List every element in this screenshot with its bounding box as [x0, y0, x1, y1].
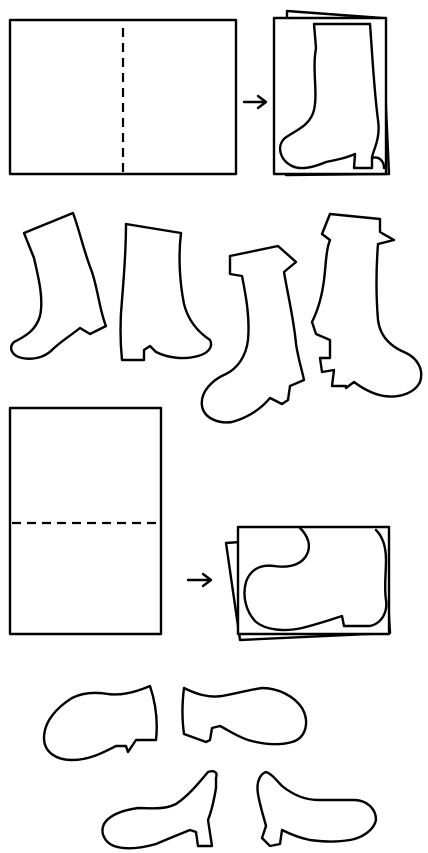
- arrow-right-icon: [188, 574, 211, 586]
- boot-shape-2: [121, 224, 212, 360]
- shoe-shape-2: [183, 688, 307, 744]
- boot-shape-4: [312, 214, 421, 396]
- step-cut-shoe-folded: [226, 527, 390, 640]
- shoe-shape-1: [44, 686, 157, 760]
- folded-paper-front: [274, 18, 386, 174]
- paper-sheet-horizontal: [10, 408, 161, 634]
- step-cut-boot-folded: [274, 11, 389, 175]
- boot-shape-1: [11, 213, 106, 359]
- step-fold-horizontal: [10, 408, 161, 634]
- step-fold-vertical: [10, 20, 236, 174]
- arrow-right-icon: [244, 96, 266, 108]
- boot-shape-3: [202, 246, 304, 422]
- boot-shapes: [11, 213, 421, 422]
- shoe-shape-3: [102, 771, 216, 848]
- shoe-shape-4: [257, 772, 376, 846]
- shoe-shapes: [44, 686, 376, 848]
- folded-paper-front-2: [238, 527, 389, 634]
